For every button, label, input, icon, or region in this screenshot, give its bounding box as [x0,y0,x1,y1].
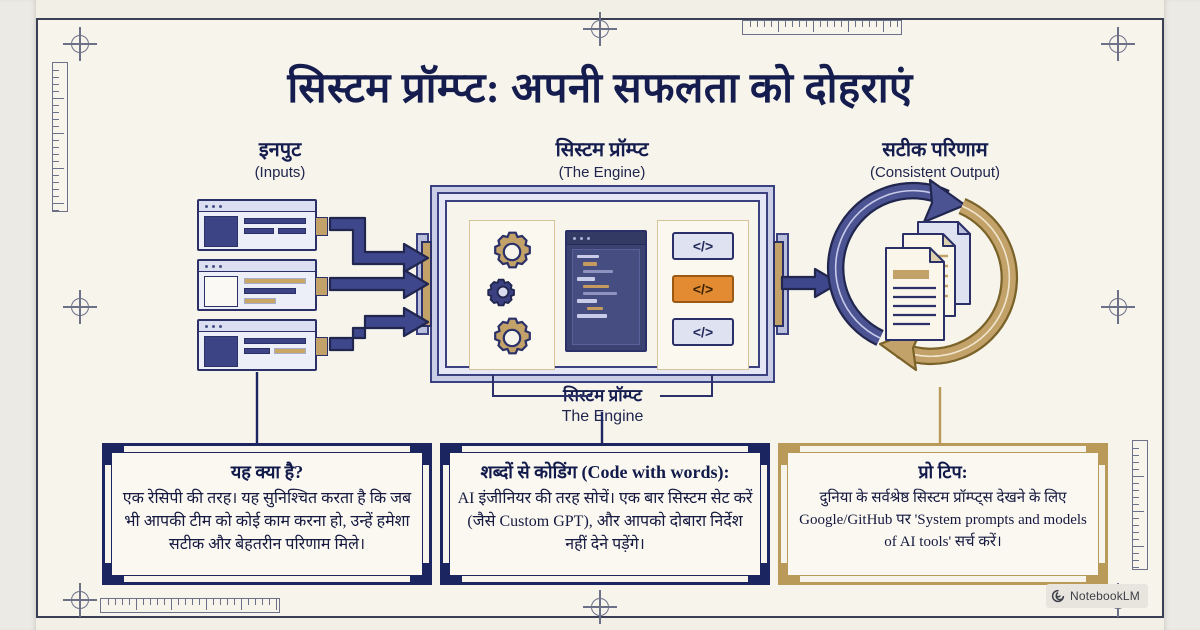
column-heading-engine-hi: सिस्टम प्रॉम्प्ट [555,139,649,161]
code-line [583,269,613,274]
input-card-body [204,276,310,307]
window-dot [219,265,223,269]
connector-plug [315,337,328,356]
window-dot [205,265,209,269]
engine-caption-en: The Engine [561,408,644,425]
card-inner-border [449,452,761,576]
window-dot [205,325,209,329]
ruler-icon [100,598,280,613]
engine-port-right [773,241,784,327]
registration-crosshair-icon [63,583,97,617]
window-dot [205,205,209,209]
ruler-icon [52,62,68,212]
engine-caption-hi: सिस्टम प्रॉम्प्ट [555,383,650,406]
window-dot [219,205,223,209]
content-line [244,228,274,234]
window-dot [587,237,591,241]
engine-frame-inner: </> </> </> [445,200,760,370]
column-heading-output: सटीक परिणाम (Consistent Output) [830,138,1040,183]
window-dot [219,325,223,329]
ruler-icon [742,20,902,35]
window-dot [580,237,584,241]
content-line [278,228,306,234]
window-dot [212,205,216,209]
column-heading-input: इनपुट (Inputs) [180,138,380,183]
window-titlebar [199,201,315,212]
connector-plug [315,277,328,296]
connector-plug [315,217,328,236]
code-line [577,277,595,281]
engine-port-left [421,241,432,327]
column-heading-output-hi: सटीक परिणाम [882,139,988,161]
content-line [244,288,296,294]
registration-crosshair-icon [583,590,617,624]
registration-crosshair-icon [583,12,617,46]
image-thumbnail-icon [204,336,238,367]
column-heading-input-en: (Inputs) [254,164,306,181]
content-line [244,298,276,304]
code-line [587,306,603,311]
content-line [244,348,270,354]
input-card-body [204,216,310,247]
registration-crosshair-icon [1101,290,1135,324]
input-card[interactable] [197,319,328,371]
watermark: NotebookLM [1045,584,1148,608]
info-card-what-is-it[interactable]: यह क्या है? एक रेसिपी की तरह। यह सुनिश्च… [102,443,432,585]
window-dot [573,237,577,241]
column-heading-engine: सिस्टम प्रॉम्प्ट (The Engine) [502,138,702,183]
info-card-code-with-words[interactable]: शब्दों से कोडिंग (Code with words): AI इ… [440,443,770,585]
engine-caption: सिस्टम प्रॉम्प्ट The Engine [430,383,775,426]
page-title: सिस्टम प्रॉम्प्ट: अपनी सफलता को दोहराएं [287,66,913,112]
input-card[interactable] [197,199,328,251]
content-line [244,338,306,344]
card-inner-border [787,452,1099,576]
window-dot [212,325,216,329]
card-title: प्रो टिप: [918,462,968,482]
code-line [577,314,607,318]
code-line [583,262,597,266]
card-inner-border [111,452,423,576]
input-card[interactable] [197,259,328,311]
code-line [583,291,617,296]
registration-crosshair-icon [1101,27,1135,61]
window-dot [212,265,216,269]
card-body: दुनिया के सर्वश्रेष्ठ सिस्टम प्रॉम्प्ट्स… [799,490,1087,550]
code-line [583,284,609,288]
window-titlebar [199,261,315,272]
column-heading-engine-en: (The Engine) [558,164,646,181]
content-line [244,218,306,224]
window-titlebar [199,321,315,332]
content-line [274,348,306,354]
text-thumbnail-icon [204,276,238,307]
column-heading-output-en: (Consistent Output) [869,164,1001,181]
code-line [577,255,599,259]
notebooklm-spiral-icon [1051,589,1065,603]
left-gutter [0,0,36,630]
code-output-box[interactable]: </> [672,232,734,260]
card-body: AI इंजीनियर की तरह सोचें। एक बार सिस्टम … [457,490,753,553]
input-card-body [204,336,310,367]
chart-thumbnail-icon [204,216,238,247]
right-gutter [1164,0,1200,630]
code-lines [572,249,640,345]
code-line [577,299,597,303]
code-window-icon [565,230,647,352]
card-title: यह क्या है? [230,462,304,482]
gear-group [477,230,547,365]
registration-crosshair-icon [63,27,97,61]
content-line [244,278,306,284]
column-heading-input-hi: इनपुट [258,139,302,161]
engine-diagram: </> </> </> [416,185,789,383]
ruler-icon [1132,440,1148,570]
code-window-titlebar [567,232,645,245]
info-card-pro-tip[interactable]: प्रो टिप: दुनिया के सर्वश्रेष्ठ सिस्टम प… [778,443,1108,585]
watermark-label: NotebookLM [1069,589,1140,603]
code-output-box-active[interactable]: </> [672,275,734,303]
code-output-box[interactable]: </> [672,318,734,346]
registration-crosshair-icon [63,290,97,324]
gear-icon [487,231,531,355]
card-body: एक रेसिपी की तरह। यह सुनिश्चित करता है क… [122,490,412,553]
card-title: शब्दों से कोडिंग (Code with words): [480,462,730,482]
